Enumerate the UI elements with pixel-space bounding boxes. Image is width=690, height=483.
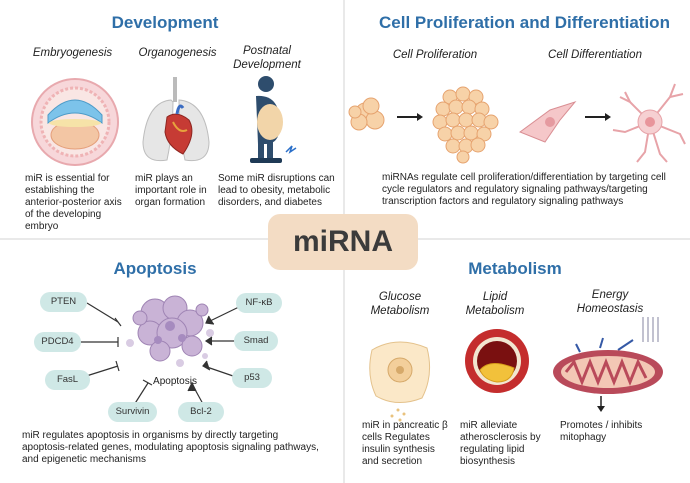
cell-proliferation-illustration	[348, 83, 686, 164]
energy-heading: Energy Homeostasis	[576, 289, 644, 315]
lipid-text: miR alleviate atherosclerosis by regulat…	[460, 420, 541, 467]
factor-pdcd4: PDCD4	[34, 332, 81, 352]
metabolism-title: Metabolism	[468, 259, 562, 278]
postnatal-text: Some miR disruptions can lead to obesity…	[218, 173, 335, 208]
organogenesis-heading: Organogenesis	[138, 47, 217, 59]
factor-survivin: Survivin	[108, 402, 157, 422]
factor-p53: p53	[232, 368, 272, 388]
pancreatic-cell-illustration	[369, 341, 431, 422]
development-title: Development	[111, 13, 219, 32]
postnatal-heading: Postnatal Development	[233, 45, 301, 71]
cell-proliferation-heading: Cell Proliferation	[392, 49, 478, 61]
organogenesis-text: miR plays an important role in organ for…	[135, 173, 207, 208]
factor-bcl2: Bcl-2	[178, 402, 224, 422]
glucose-heading: Glucose Metabolism	[370, 291, 430, 317]
factor-pten: PTEN	[40, 292, 87, 312]
proliferation-text: miRNAs regulate cell proliferation/diffe…	[382, 172, 666, 207]
person-on-scale-illustration	[250, 76, 297, 163]
apoptosis-cell-illustration	[126, 295, 214, 367]
lungs-heart-illustration	[142, 77, 210, 162]
energy-text: Promotes / inhibits mitophagy	[560, 420, 643, 443]
apoptosis-title: Apoptosis	[113, 259, 197, 278]
embryogenesis-heading: Embryogenesis	[32, 47, 113, 59]
glucose-text: miR in pancreatic β cells Regulates insu…	[362, 420, 448, 467]
factor-fasl: FasL	[45, 370, 90, 390]
embryogenesis-text: miR is essential for establishing the an…	[25, 173, 122, 232]
proliferation-title: Cell Proliferation and Differentiation	[379, 13, 670, 32]
mitochondrion-illustration	[553, 317, 663, 412]
embryo-illustration	[31, 78, 119, 166]
artery-illustration	[465, 329, 529, 393]
apoptosis-text: miR regulates apoptosis in organisms by …	[22, 430, 319, 465]
center-mirna-label: miRNA	[268, 214, 418, 270]
factor-smad: Smad	[234, 331, 278, 351]
apoptosis-center-label: Apoptosis	[153, 376, 197, 387]
cell-differentiation-heading: Cell Differentiation	[548, 49, 642, 61]
factor-nfkb: NF-κB	[236, 293, 282, 313]
lipid-heading: Lipid Metabolism	[465, 291, 525, 317]
